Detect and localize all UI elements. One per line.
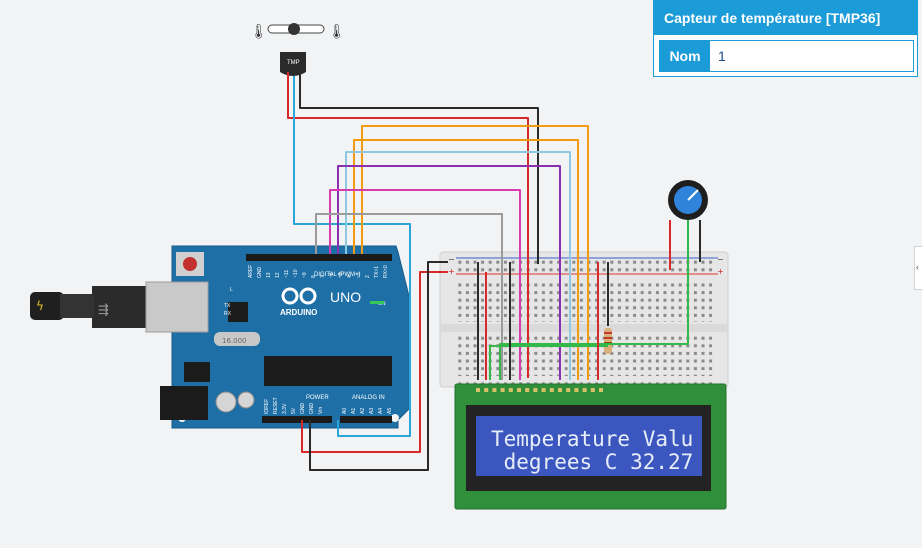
lcd-pin[interactable] [476, 388, 480, 392]
digital-pin-label: ~11 [284, 270, 290, 278]
power-pin-label: RESET [273, 397, 279, 414]
digital-pin-label: AREF [248, 265, 254, 278]
name-input[interactable] [710, 41, 913, 71]
resistor[interactable] [604, 328, 612, 354]
digital-pin-label: RX<0 [383, 265, 389, 278]
crystal-label: 16.000 [222, 337, 247, 345]
l-label: L [230, 287, 233, 293]
svg-text:−: − [717, 255, 724, 264]
power-pin-label: Vin [318, 407, 324, 414]
lcd-pin[interactable] [525, 388, 530, 392]
digital-pin-label: ~5 [338, 272, 344, 278]
lcd-line-1: Temperature Valu [491, 427, 693, 451]
reset-button[interactable] [183, 257, 197, 271]
lcd-pin[interactable] [492, 388, 497, 392]
lcd-pin[interactable] [558, 388, 562, 392]
potentiometer[interactable] [668, 180, 708, 220]
digital-pin-label: ~6 [329, 272, 335, 278]
digital-pin-label: ~9 [302, 272, 308, 278]
lcd-pin[interactable] [541, 388, 546, 392]
analog-pin-label: A4 [378, 408, 384, 414]
digital-pin-label: ~3 [356, 272, 362, 278]
breadboard[interactable]: − − + + [439, 251, 729, 388]
side-panel-toggle[interactable]: ‹ [914, 246, 922, 290]
wires[interactable] [287, 72, 701, 471]
lcd-pin[interactable] [566, 388, 571, 392]
digital-pin-label: GND [257, 267, 263, 279]
board-model: UNO [330, 289, 361, 305]
analog-pin-label: A5 [387, 408, 393, 414]
analog-pin-label: A1 [351, 408, 357, 414]
power-pin-label: GND [300, 403, 306, 415]
power-pin-label: GND [309, 403, 315, 415]
lcd-pin[interactable] [500, 388, 505, 392]
lcd-module[interactable]: Temperature Valu degrees C 32.27 [454, 383, 727, 510]
power-pin-label: 5V [291, 407, 297, 414]
analog-pin-label: A2 [360, 408, 366, 414]
digital-pin-label: 12 [275, 272, 281, 278]
lightning-icon: ϟ [36, 299, 44, 313]
lcd-pin[interactable] [599, 388, 603, 392]
svg-text:−: − [448, 255, 455, 264]
name-label: Nom [660, 41, 710, 71]
digital-pin-label: 13 [266, 272, 272, 278]
digital-pin-label: 2 [365, 275, 371, 278]
digital-pin-label: 4 [347, 275, 353, 278]
thermometer-hot-icon: 🌡 [328, 24, 346, 40]
analog-pin-label: A3 [369, 408, 375, 414]
arduino-logo [281, 287, 317, 305]
analog-pin-label: A0 [342, 408, 348, 414]
lcd-line-2: degrees C 32.27 [491, 450, 693, 474]
lcd-pin[interactable] [533, 388, 538, 392]
usb-icon: ⇶ [98, 303, 109, 318]
temperature-sensor[interactable]: 🌡 🌡 TMP [250, 23, 346, 76]
digital-pin-label: ~10 [293, 269, 299, 278]
lcd-pin[interactable] [574, 388, 579, 392]
lcd-pin[interactable] [484, 388, 489, 392]
sensor-label: TMP [287, 60, 300, 66]
lcd-pin[interactable] [549, 388, 554, 392]
digital-pin-label: TX>1 [374, 266, 380, 278]
power-pin-label: IOREF [264, 399, 270, 414]
rx-label: RX [224, 311, 232, 317]
thermometer-cold-icon: 🌡 [250, 24, 268, 40]
analog-label: ANALOG IN [352, 395, 385, 401]
lcd-pin[interactable] [582, 388, 587, 392]
digital-pin-label: 7 [320, 275, 326, 278]
digital-pin-label: 8 [311, 275, 317, 278]
lcd-pin[interactable] [517, 388, 521, 392]
chevron-left-icon: ‹ [916, 262, 919, 272]
power-pin-label: 3.3V [282, 403, 288, 414]
lcd-pin[interactable] [508, 388, 513, 392]
power-label: POWER [306, 395, 329, 401]
name-row: Nom [659, 40, 914, 72]
svg-text:+: + [717, 267, 724, 276]
component-inspector: Capteur de température [TMP36] Nom [653, 0, 918, 77]
tx-label: TX [224, 303, 231, 309]
inspector-title: Capteur de température [TMP36] [654, 1, 917, 35]
lcd-pin[interactable] [590, 388, 595, 392]
board-brand: ARDUINO [280, 308, 317, 317]
arduino-board[interactable]: ⇶ ϟ 16.000 UNO ARDUINO DIGITAL (PWM~) AN… [30, 245, 411, 429]
digital-label: DIGITAL (PWM~) [314, 272, 361, 278]
svg-text:+: + [448, 267, 455, 276]
